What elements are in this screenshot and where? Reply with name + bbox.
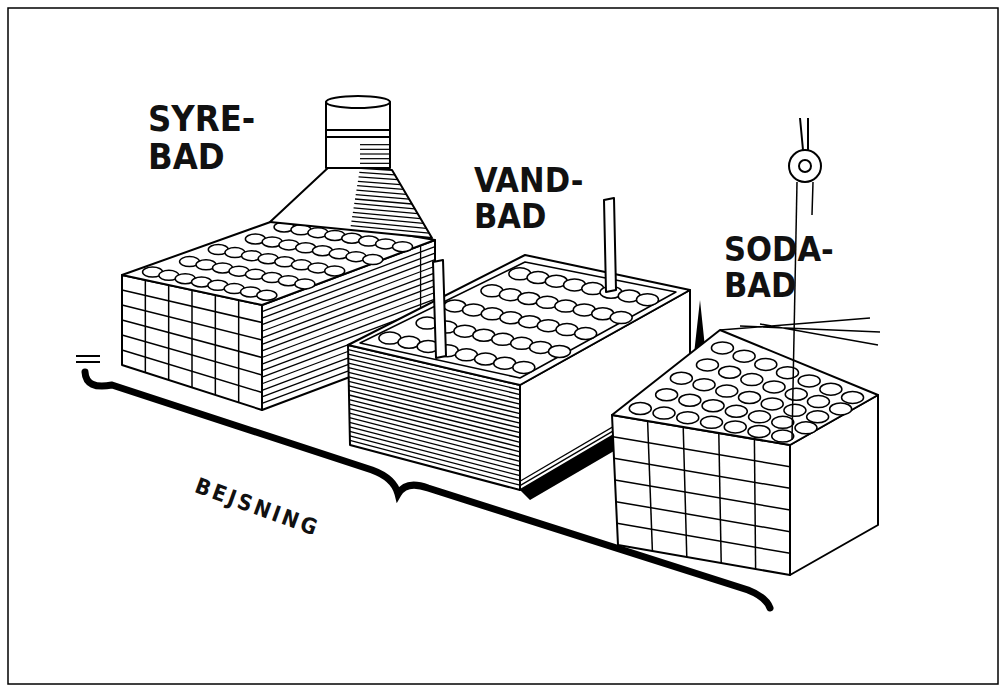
bottle: [656, 389, 678, 401]
bracket-label: BEJSNING: [192, 474, 444, 585]
hatch-line: [350, 427, 520, 471]
bottle: [719, 366, 741, 378]
bottle: [741, 374, 763, 386]
bottle: [393, 242, 413, 252]
hatch-line: [122, 305, 262, 340]
fume-hood: [270, 96, 432, 238]
bottle: [257, 290, 277, 300]
hatch-line: [358, 181, 401, 184]
bottle: [724, 421, 746, 433]
hatch-line: [349, 409, 520, 452]
frame: [8, 8, 998, 684]
bottle: [693, 379, 715, 391]
bottle: [795, 422, 817, 434]
bottle: [636, 294, 658, 306]
hatch-line: [349, 413, 520, 456]
soda-bath-tank: [612, 318, 880, 575]
hatch-line: [359, 172, 395, 174]
hatch-line: [349, 386, 520, 428]
hatch-line: [359, 177, 398, 180]
bottle: [679, 394, 701, 406]
bottle: [772, 416, 794, 428]
hatch-line: [350, 422, 520, 466]
bottle: [725, 405, 747, 417]
hatch-line: [355, 199, 412, 204]
tank-label: SODA- BAD: [724, 232, 844, 303]
bottle: [629, 403, 651, 415]
tank-label: SYRE- BAD: [148, 100, 268, 176]
bottle: [702, 400, 724, 412]
bottle: [772, 430, 794, 442]
bottle: [830, 403, 852, 415]
bottle: [295, 279, 315, 289]
bottle: [575, 328, 597, 340]
hatch-line: [356, 195, 409, 200]
tank-label: VAND- BAD: [474, 163, 594, 234]
bottle: [820, 383, 842, 395]
hatch-line: [617, 523, 790, 553]
hatch-line: [122, 350, 262, 393]
bottle: [711, 342, 733, 354]
bottle: [761, 398, 783, 410]
hatch-line: [349, 404, 520, 447]
bottle: [670, 372, 692, 384]
hatch-line: [349, 395, 520, 438]
bottle: [749, 411, 771, 423]
hatch-line: [122, 290, 262, 323]
hatch-line: [354, 203, 415, 208]
hatch-line: [360, 149, 390, 150]
bottle: [798, 375, 820, 387]
hatch-line: [349, 400, 520, 443]
bottle: [755, 358, 777, 370]
bottle: [842, 391, 864, 403]
bottle: [677, 412, 699, 424]
hatch-line: [356, 190, 406, 194]
hatch-line: [349, 381, 520, 423]
bottle: [363, 255, 383, 265]
bottle: [548, 345, 570, 357]
hatch-line: [357, 186, 403, 190]
hatch-line: [360, 163, 390, 164]
hatch-line: [351, 226, 429, 234]
bottle: [716, 385, 738, 397]
hatch-line: [350, 440, 520, 485]
bottle: [325, 266, 345, 276]
hatch-line: [360, 144, 390, 145]
bottle: [733, 350, 755, 362]
hatch-line: [349, 390, 520, 432]
hatch-line: [122, 320, 262, 358]
bottle: [784, 404, 806, 416]
hatch-line: [360, 158, 390, 159]
bracket: [76, 356, 770, 608]
bottle: [610, 312, 632, 324]
bottle: [701, 416, 723, 428]
bottle: [513, 361, 535, 373]
bottle: [653, 407, 675, 419]
bottle: [785, 388, 807, 400]
bottle: [696, 359, 718, 371]
hatch-line: [360, 153, 390, 154]
bottle: [763, 381, 785, 393]
hatch-line: [349, 418, 520, 462]
hatch-line: [122, 335, 262, 375]
bottle: [807, 411, 829, 423]
bottle: [777, 367, 799, 379]
bottle: [807, 396, 829, 408]
bottle: [739, 392, 761, 404]
bottle: [748, 426, 770, 438]
